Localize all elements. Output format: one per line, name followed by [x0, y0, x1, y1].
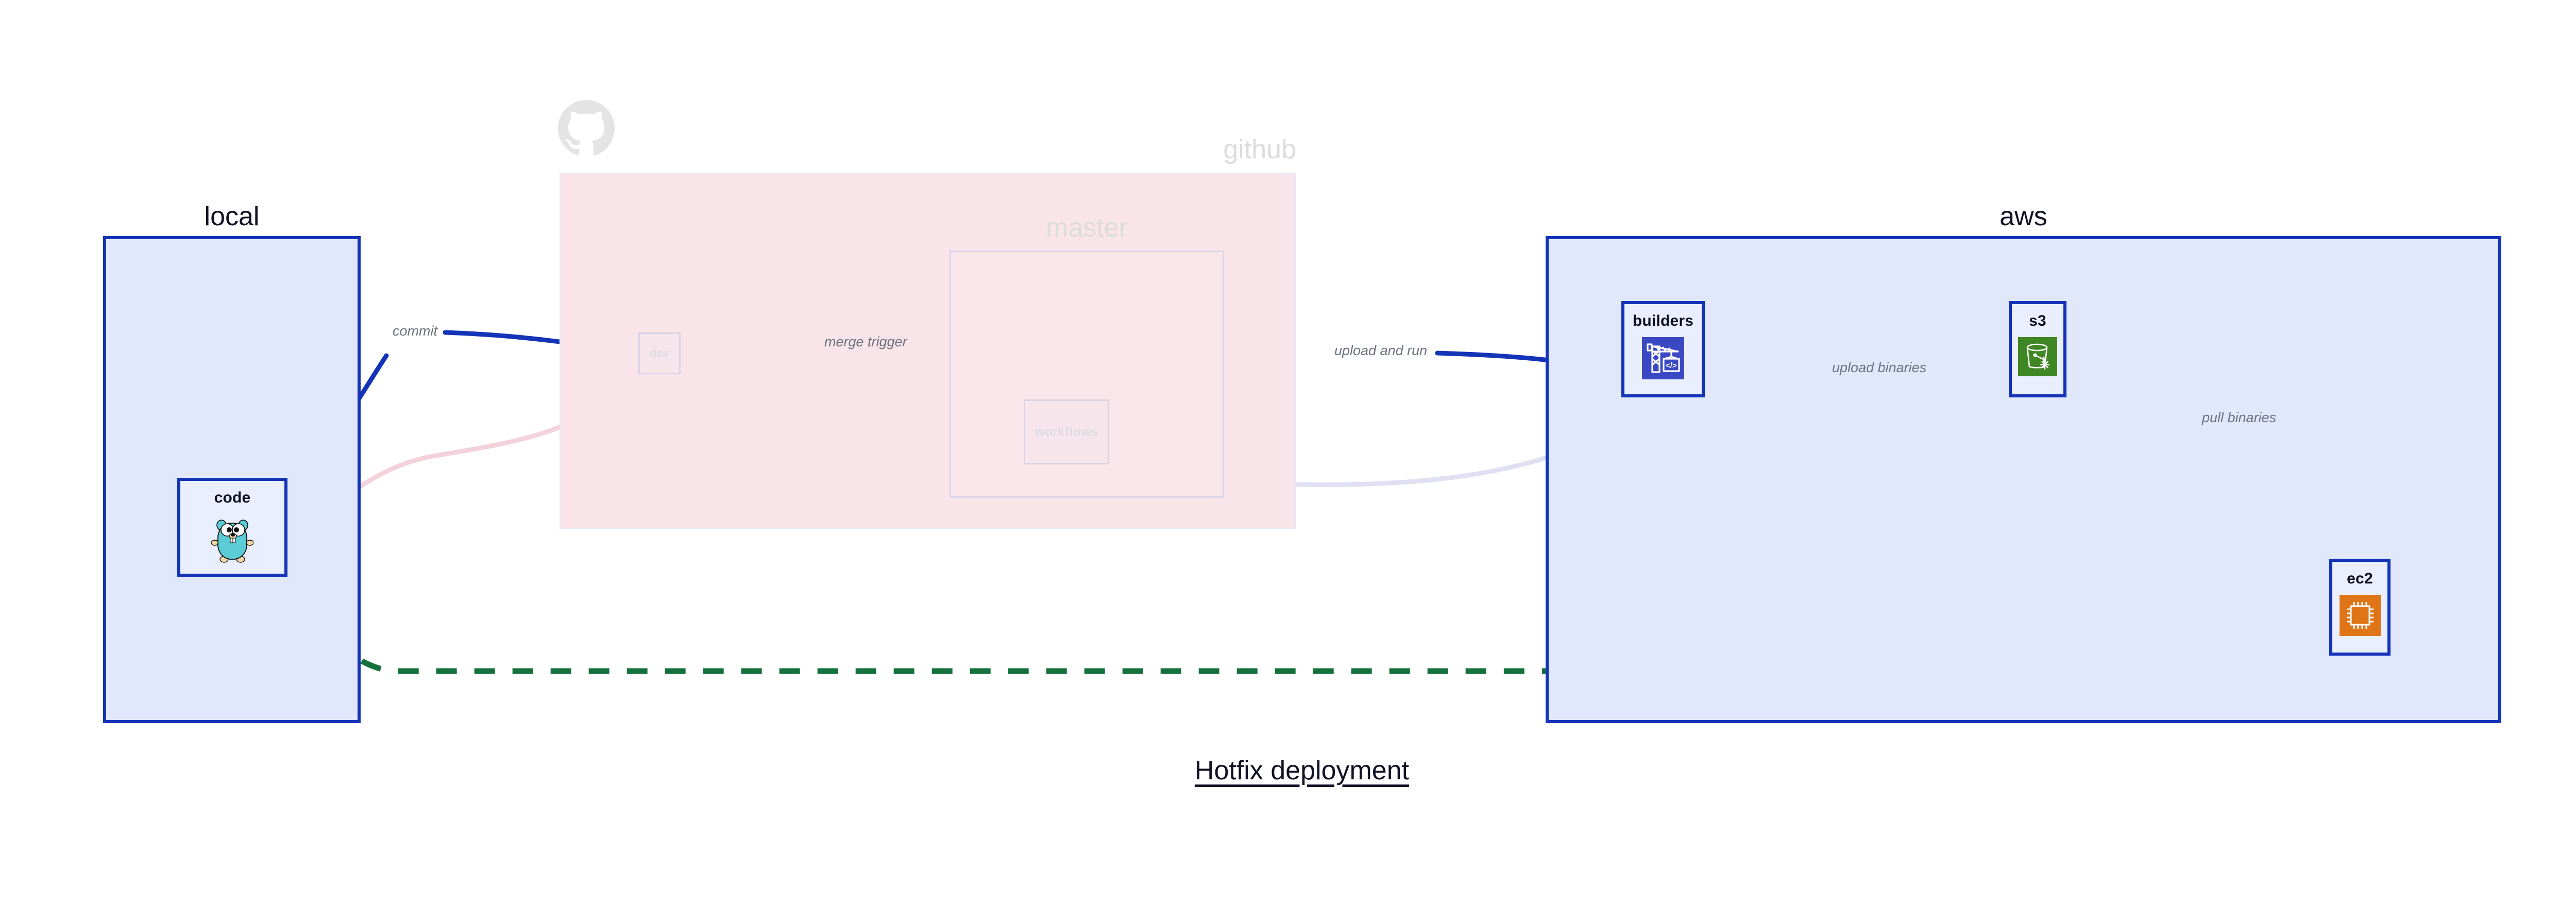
aws-codebuild-crane-icon: </>	[1642, 337, 1684, 382]
node-workflows-label: workflows	[1034, 424, 1099, 439]
node-code[interactable]: code	[177, 478, 287, 577]
diagram-caption: Hotfix deployment	[0, 755, 2576, 786]
group-github	[560, 173, 1296, 529]
node-workflows[interactable]: workflows	[1024, 399, 1109, 464]
aws-s3-glacier-bucket-icon	[2018, 337, 2057, 379]
node-s3-label: s3	[2029, 312, 2046, 329]
node-code-label: code	[214, 489, 251, 506]
group-title-local: local	[204, 202, 260, 231]
node-builders-label: builders	[1632, 312, 1694, 329]
node-dev[interactable]: dev	[638, 332, 681, 374]
node-ec2-label: ec2	[2347, 570, 2373, 587]
github-octocat-icon	[558, 100, 615, 157]
svg-text:</>: </>	[1666, 361, 1677, 370]
edge-label-upload-binaries: upload binaries	[1832, 360, 1927, 375]
edge-label-commit: commit	[393, 323, 437, 339]
node-builders[interactable]: builders <	[1621, 301, 1705, 397]
node-dev-label: dev	[649, 346, 670, 360]
aws-ec2-chip-icon	[2339, 595, 2381, 639]
edge-label-merge-trigger: merge trigger	[824, 334, 907, 349]
group-title-github: github	[1223, 135, 1296, 164]
node-ec2[interactable]: ec2	[2329, 559, 2391, 656]
subgroup-title-master: master	[1046, 213, 1128, 243]
group-title-aws: aws	[1999, 202, 2047, 231]
go-gopher-icon	[211, 514, 254, 566]
node-s3[interactable]: s3	[2009, 301, 2066, 397]
edge-label-pull-binaries: pull binaries	[2202, 410, 2277, 425]
caption-text: Hotfix deployment	[1194, 756, 1410, 786]
edge-label-upload-and-run: upload and run	[1334, 343, 1428, 358]
